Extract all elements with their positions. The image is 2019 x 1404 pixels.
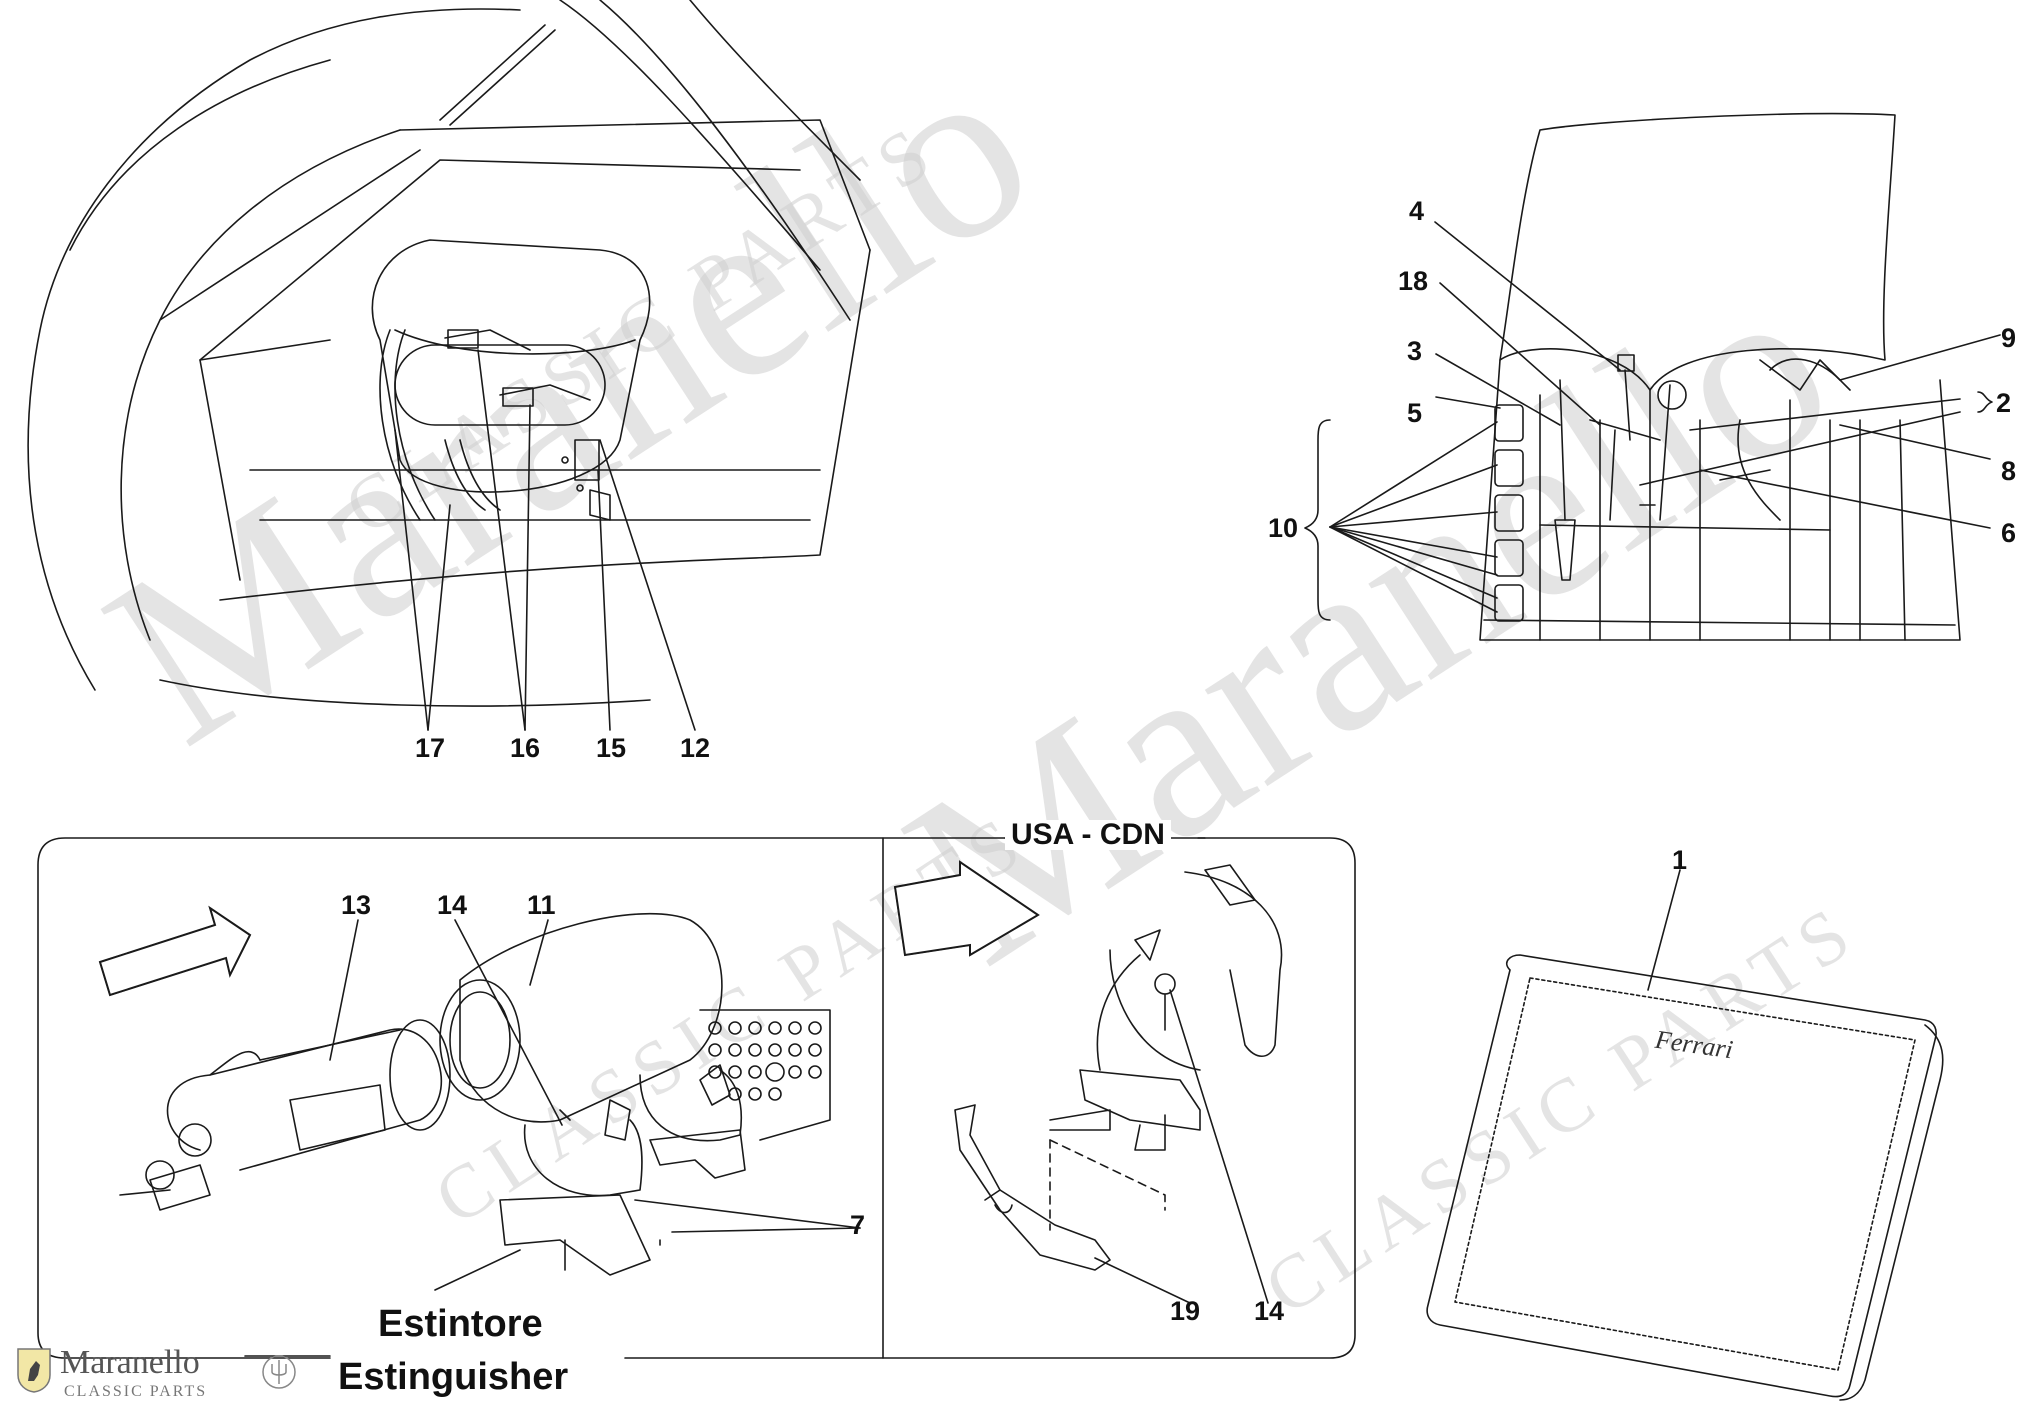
callout-8: 8	[2001, 456, 2017, 486]
callout-7: 7	[850, 1210, 866, 1240]
footer-brand-sub: CLASSIC PARTS	[64, 1383, 208, 1400]
usa-cdn-heading: USA - CDN	[1005, 820, 1171, 850]
callout-4: 4	[1409, 196, 1425, 226]
callout-9: 9	[2001, 323, 2017, 353]
tool-roll-illustration	[1479, 112, 1961, 641]
callout-11: 11	[527, 890, 556, 920]
callout-10: 10	[1268, 513, 1299, 543]
callout-16: 16	[510, 733, 541, 763]
callout-17: 17	[415, 733, 446, 763]
trident-badge-icon	[262, 1355, 296, 1389]
document-pouch-illustration	[1426, 954, 1944, 1401]
extinguisher-illustration	[99, 907, 831, 1276]
callout-3: 3	[1407, 336, 1423, 366]
callout-12: 12	[680, 733, 711, 763]
callout-15: 15	[596, 733, 627, 763]
callout-13: 13	[341, 890, 372, 920]
callout-18: 18	[1398, 266, 1429, 296]
hole-grid	[699, 1009, 831, 1141]
footer-brand: Maranello	[60, 1344, 200, 1381]
estintore-heading: Estintore	[378, 1303, 543, 1345]
callout-19: 19	[1170, 1296, 1201, 1326]
callout-5: 5	[1407, 398, 1423, 428]
prancing-horse-shield-icon	[17, 1348, 51, 1393]
callout-6: 6	[2001, 518, 2017, 548]
callout-14-left: 14	[437, 890, 468, 920]
callout-2: 2	[1996, 388, 2012, 418]
callout-1: 1	[1672, 845, 1688, 875]
callout-14-right: 14	[1254, 1296, 1285, 1326]
extinguisher-heading: Estinguisher	[338, 1356, 569, 1398]
trunk-illustration	[27, 0, 871, 707]
